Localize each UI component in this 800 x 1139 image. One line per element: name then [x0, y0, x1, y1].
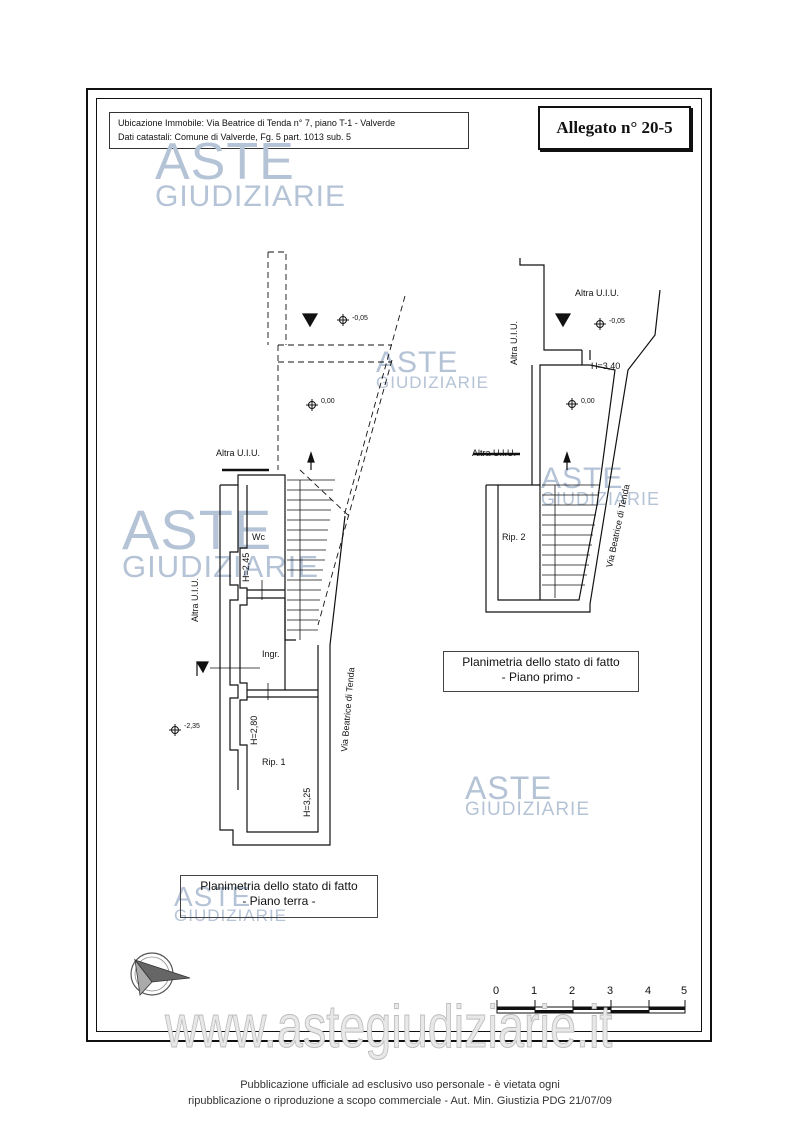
publication-footer: Pubblicazione ufficiale ad esclusivo uso…	[0, 1077, 800, 1109]
label-h325: H=3,25	[302, 788, 312, 817]
label-ingr: Ingr.	[262, 649, 280, 659]
property-info-box: Ubicazione Immobile: Via Beatrice di Ten…	[109, 112, 469, 149]
scale-tick-label: 1	[531, 985, 538, 997]
scale-tick-label: 0	[493, 985, 500, 997]
label-level: -0,05	[609, 318, 625, 325]
label-level: 0,00	[581, 398, 595, 405]
label-street: Via Beatrice di Tenda	[339, 667, 356, 752]
scale-bar	[496, 1000, 686, 1014]
label-altra-uiu-side: Altra U.I.U.	[509, 321, 519, 365]
url-watermark: www.astegiudiziarie.it	[165, 993, 613, 1061]
caption-subtitle: - Piano primo -	[501, 670, 581, 684]
label-altra-uiu: Altra U.I.U.	[575, 288, 619, 298]
label-h280: H=2,80	[249, 716, 259, 745]
footer-line: Pubblicazione ufficiale ad esclusivo uso…	[240, 1079, 560, 1091]
cadastral-text: Dati catastali: Comune di Valverde, Fg. …	[118, 132, 351, 142]
caption-subtitle: - Piano terra -	[242, 894, 316, 908]
caption-title: Planimetria dello stato di fatto	[200, 879, 358, 893]
compass-icon	[130, 952, 191, 996]
caption-piano-terra: Planimetria dello stato di fatto - Piano…	[180, 875, 378, 918]
label-rip2: Rip. 2	[502, 532, 526, 542]
label-rip1: Rip. 1	[262, 757, 286, 767]
label-level: 0,00	[321, 398, 335, 405]
attachment-title: Allegato n° 20-5	[538, 106, 691, 150]
label-altra-uiu: Altra U.I.U.	[472, 448, 516, 458]
caption-title: Planimetria dello stato di fatto	[462, 655, 620, 669]
label-street: Via Beatrice di Tenda	[604, 483, 631, 568]
caption-piano-primo: Planimetria dello stato di fatto - Piano…	[443, 651, 639, 692]
label-h340: H=3,40	[591, 361, 620, 371]
scale-tick-label: 3	[607, 985, 614, 997]
label-level: -0,05	[352, 315, 368, 322]
label-level: -2,35	[184, 723, 200, 730]
sheet-outer-border	[86, 88, 712, 1042]
footer-line: ripubblicazione o riproduzione a scopo c…	[188, 1095, 612, 1107]
location-text: Ubicazione Immobile: Via Beatrice di Ten…	[118, 118, 396, 128]
sheet-inner-border	[96, 98, 702, 1032]
label-h245: H=2,45	[241, 553, 251, 582]
scale-tick-label: 4	[645, 985, 652, 997]
scale-tick-label: 5	[681, 985, 688, 997]
scale-tick-label: 2	[569, 985, 576, 997]
label-altra-uiu: Altra U.I.U.	[216, 448, 260, 458]
label-wc: Wc	[252, 532, 265, 542]
label-altra-uiu-side: Altra U.I.U.	[190, 578, 200, 622]
